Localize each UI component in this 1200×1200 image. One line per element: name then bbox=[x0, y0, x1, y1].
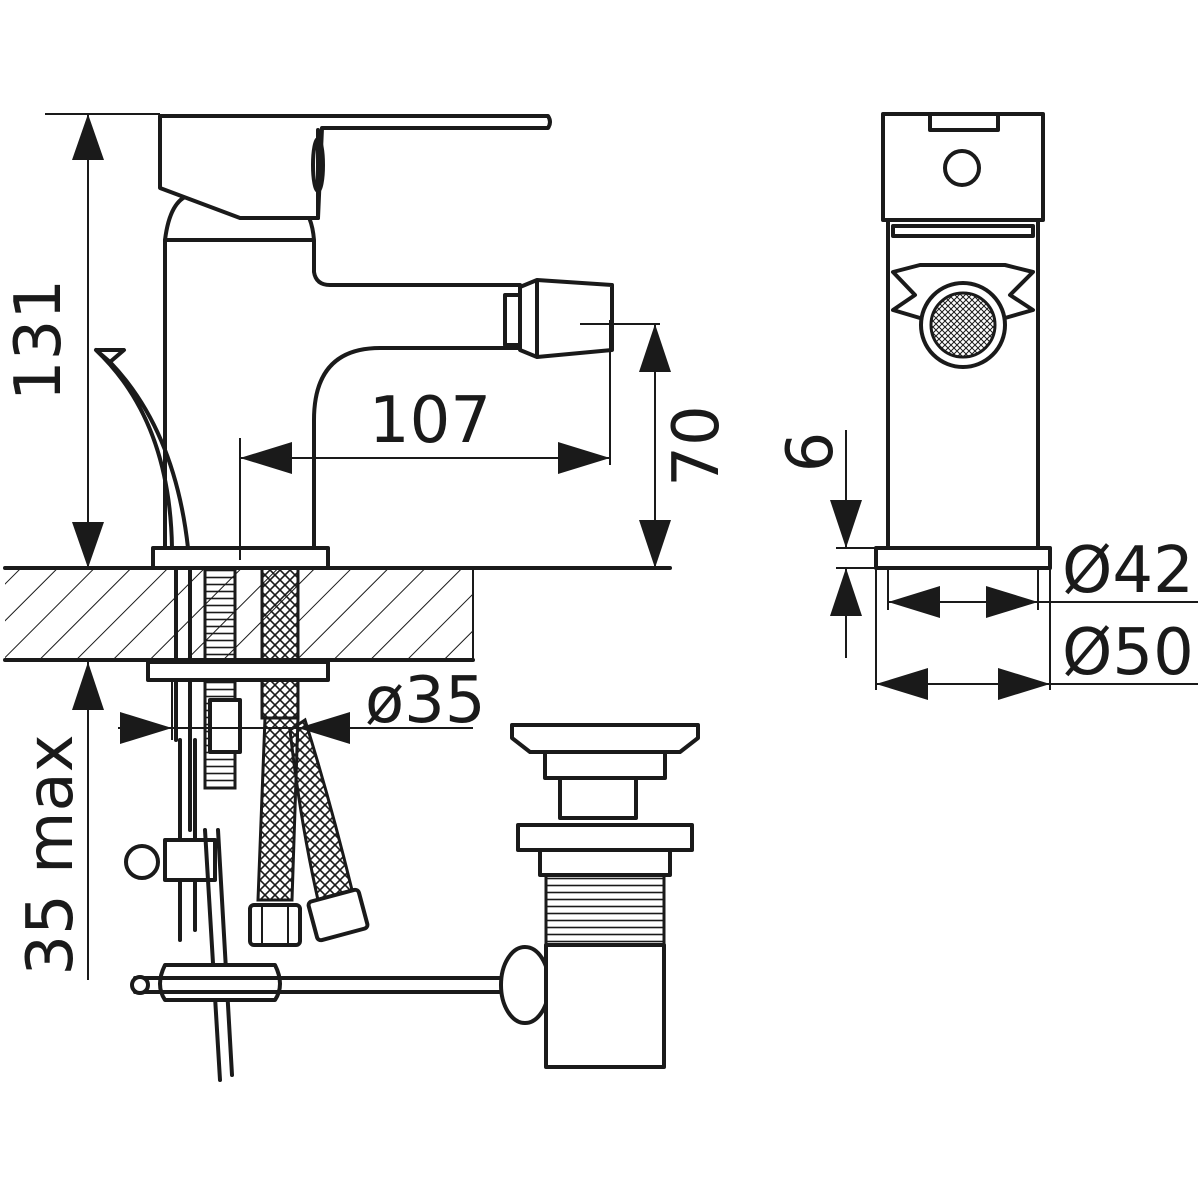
dim-35-max: 35 max bbox=[14, 660, 104, 980]
front-base bbox=[874, 546, 1052, 570]
dim-35-hole: ø35 bbox=[118, 664, 486, 744]
lift-rod bbox=[94, 348, 190, 550]
dim-42: Ø42 bbox=[887, 534, 1198, 618]
dim-131: 131 bbox=[2, 113, 160, 568]
dim-131-label: 131 bbox=[2, 279, 76, 401]
dim-6: 6 bbox=[774, 430, 876, 658]
front-handle-hole bbox=[943, 149, 981, 187]
front-body bbox=[886, 218, 1040, 550]
dim-35-max-label: 35 max bbox=[14, 734, 88, 975]
aerator-nozzle bbox=[503, 278, 614, 359]
dim-6-label: 6 bbox=[774, 432, 848, 473]
countertop bbox=[3, 566, 672, 662]
dim-42-label: Ø42 bbox=[1062, 534, 1194, 608]
dim-70: 70 bbox=[580, 323, 734, 568]
fixing-plate bbox=[146, 660, 330, 682]
tap-body bbox=[163, 188, 522, 550]
pop-up-waste bbox=[510, 723, 700, 1069]
front-view: 6 Ø42 Ø50 bbox=[774, 112, 1198, 700]
flex-hoses bbox=[248, 566, 370, 947]
dim-107: 107 bbox=[239, 320, 611, 560]
dim-35-hole-label: ø35 bbox=[365, 664, 486, 738]
dim-107-label: 107 bbox=[369, 384, 491, 458]
dim-70-label: 70 bbox=[660, 405, 734, 486]
linkage-rod bbox=[124, 738, 551, 1082]
dim-50: Ø50 bbox=[875, 568, 1198, 700]
dim-50-label: Ø50 bbox=[1062, 616, 1194, 690]
lever-handle bbox=[158, 114, 552, 220]
side-view: 131 107 70 ø35 bbox=[2, 113, 734, 1082]
